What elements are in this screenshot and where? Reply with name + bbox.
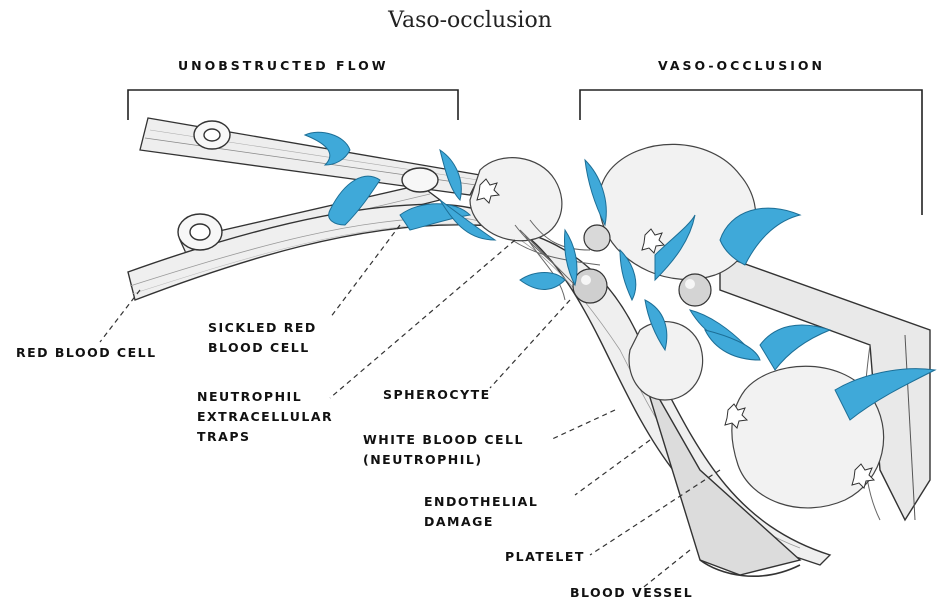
- sickled-red-blood-cell: [585, 160, 606, 225]
- red-blood-cell: [194, 121, 230, 149]
- leader-line-red-blood-cell: [100, 290, 140, 342]
- label-neutrophil-extracellular-traps: NEUTROPHIL EXTRACELLULAR TRAPS: [197, 387, 333, 447]
- label-spherocyte: SPHEROCYTE: [383, 385, 491, 405]
- label-blood-vessel: BLOOD VESSEL: [570, 583, 693, 603]
- leader-line-spherocyte: [490, 300, 570, 388]
- leader-line-endothelial: [575, 440, 650, 495]
- label-red-blood-cell: RED BLOOD CELL: [16, 343, 157, 363]
- spherocyte: [573, 269, 607, 303]
- spherocyte: [679, 274, 711, 306]
- label-white-blood-cell: WHITE BLOOD CELL (NEUTROPHIL): [363, 430, 524, 470]
- sickled-red-blood-cell: [520, 273, 565, 290]
- bracket-unobstructed: [128, 90, 458, 120]
- sickled-red-blood-cell: [760, 325, 830, 370]
- red-blood-cell: [178, 214, 222, 250]
- label-sickled-red-blood-cell: SICKLED RED BLOOD CELL: [208, 318, 317, 358]
- spherocyte: [584, 225, 610, 251]
- leader-line-sickled: [330, 225, 400, 318]
- white-blood-cell: [470, 158, 562, 241]
- label-endothelial-damage: ENDOTHELIAL DAMAGE: [424, 492, 538, 532]
- label-platelet: PLATELET: [505, 547, 585, 567]
- leader-line-traps: [330, 240, 515, 398]
- red-blood-cell: [402, 168, 438, 192]
- leader-line-wbc: [550, 410, 615, 440]
